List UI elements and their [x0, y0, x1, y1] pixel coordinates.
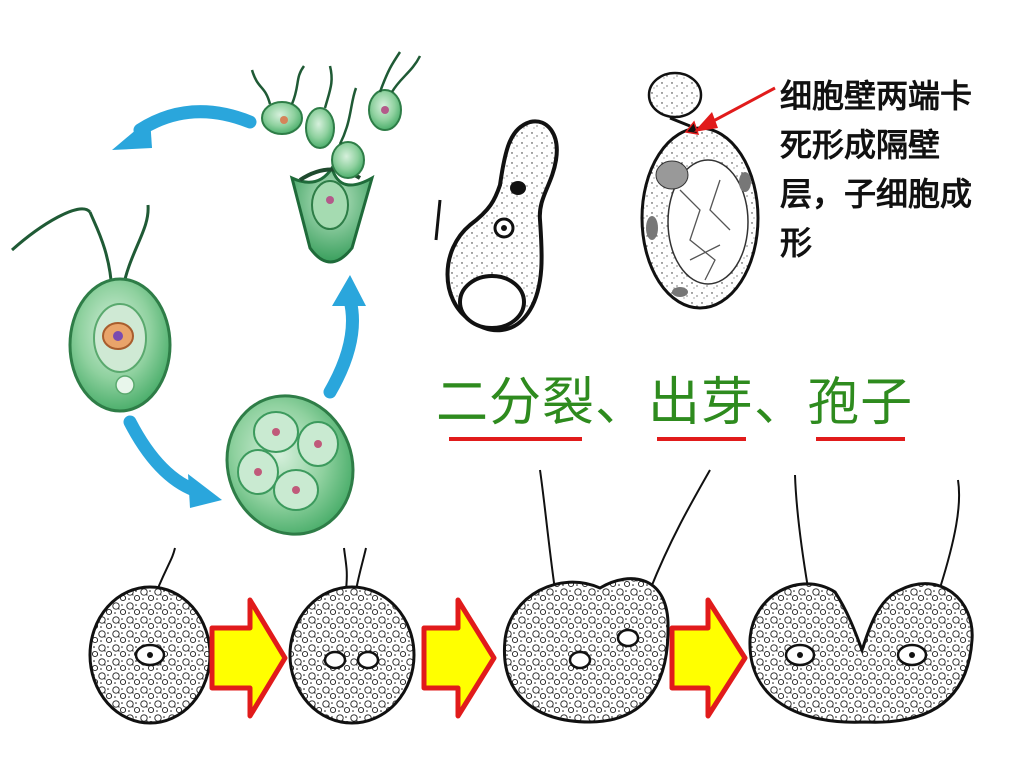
fission-stage-1	[88, 547, 212, 725]
step-arrow-2	[421, 597, 497, 719]
step-arrow-3	[669, 597, 748, 719]
sporangium-releasing-cells	[250, 51, 422, 264]
fission-stage-3	[502, 469, 711, 724]
cycle-arrow-top	[133, 105, 257, 137]
cycle-arrowhead-top	[112, 118, 152, 150]
separator-2: 、	[754, 373, 808, 433]
cycle-arrowhead-left	[188, 474, 222, 508]
term-binary-fission: 二分裂	[436, 360, 595, 441]
caption-line-4: 形	[780, 224, 813, 262]
caption-line-3: 层，子细胞成	[780, 175, 973, 213]
cycle-arrow-right	[323, 293, 359, 399]
step-arrow-1	[209, 597, 288, 719]
fission-stage-2	[288, 547, 416, 725]
separator-1: 、	[595, 373, 649, 433]
caption-line-2: 死形成隔壁	[780, 126, 941, 164]
caption-line-1: 细胞壁两端卡	[780, 77, 973, 115]
dividing-cell-four-spores	[225, 394, 355, 536]
term-budding: 出芽	[648, 360, 754, 441]
pointer-arrow	[694, 86, 776, 132]
septum-formation-cell	[640, 71, 760, 310]
term-spores: 孢子	[807, 360, 913, 441]
fission-sequence	[88, 469, 974, 725]
fission-stage-4	[748, 474, 974, 724]
life-cycle-illustration	[11, 51, 422, 536]
reproduction-methods-heading: 二分裂、出芽、孢子	[436, 360, 913, 441]
single-cell	[11, 204, 172, 413]
cycle-arrowhead-right	[332, 275, 366, 306]
budding-cell-drawing	[434, 119, 559, 333]
septum-caption: 细胞壁两端卡 死形成隔壁 层，子细胞成 形	[780, 72, 1010, 268]
